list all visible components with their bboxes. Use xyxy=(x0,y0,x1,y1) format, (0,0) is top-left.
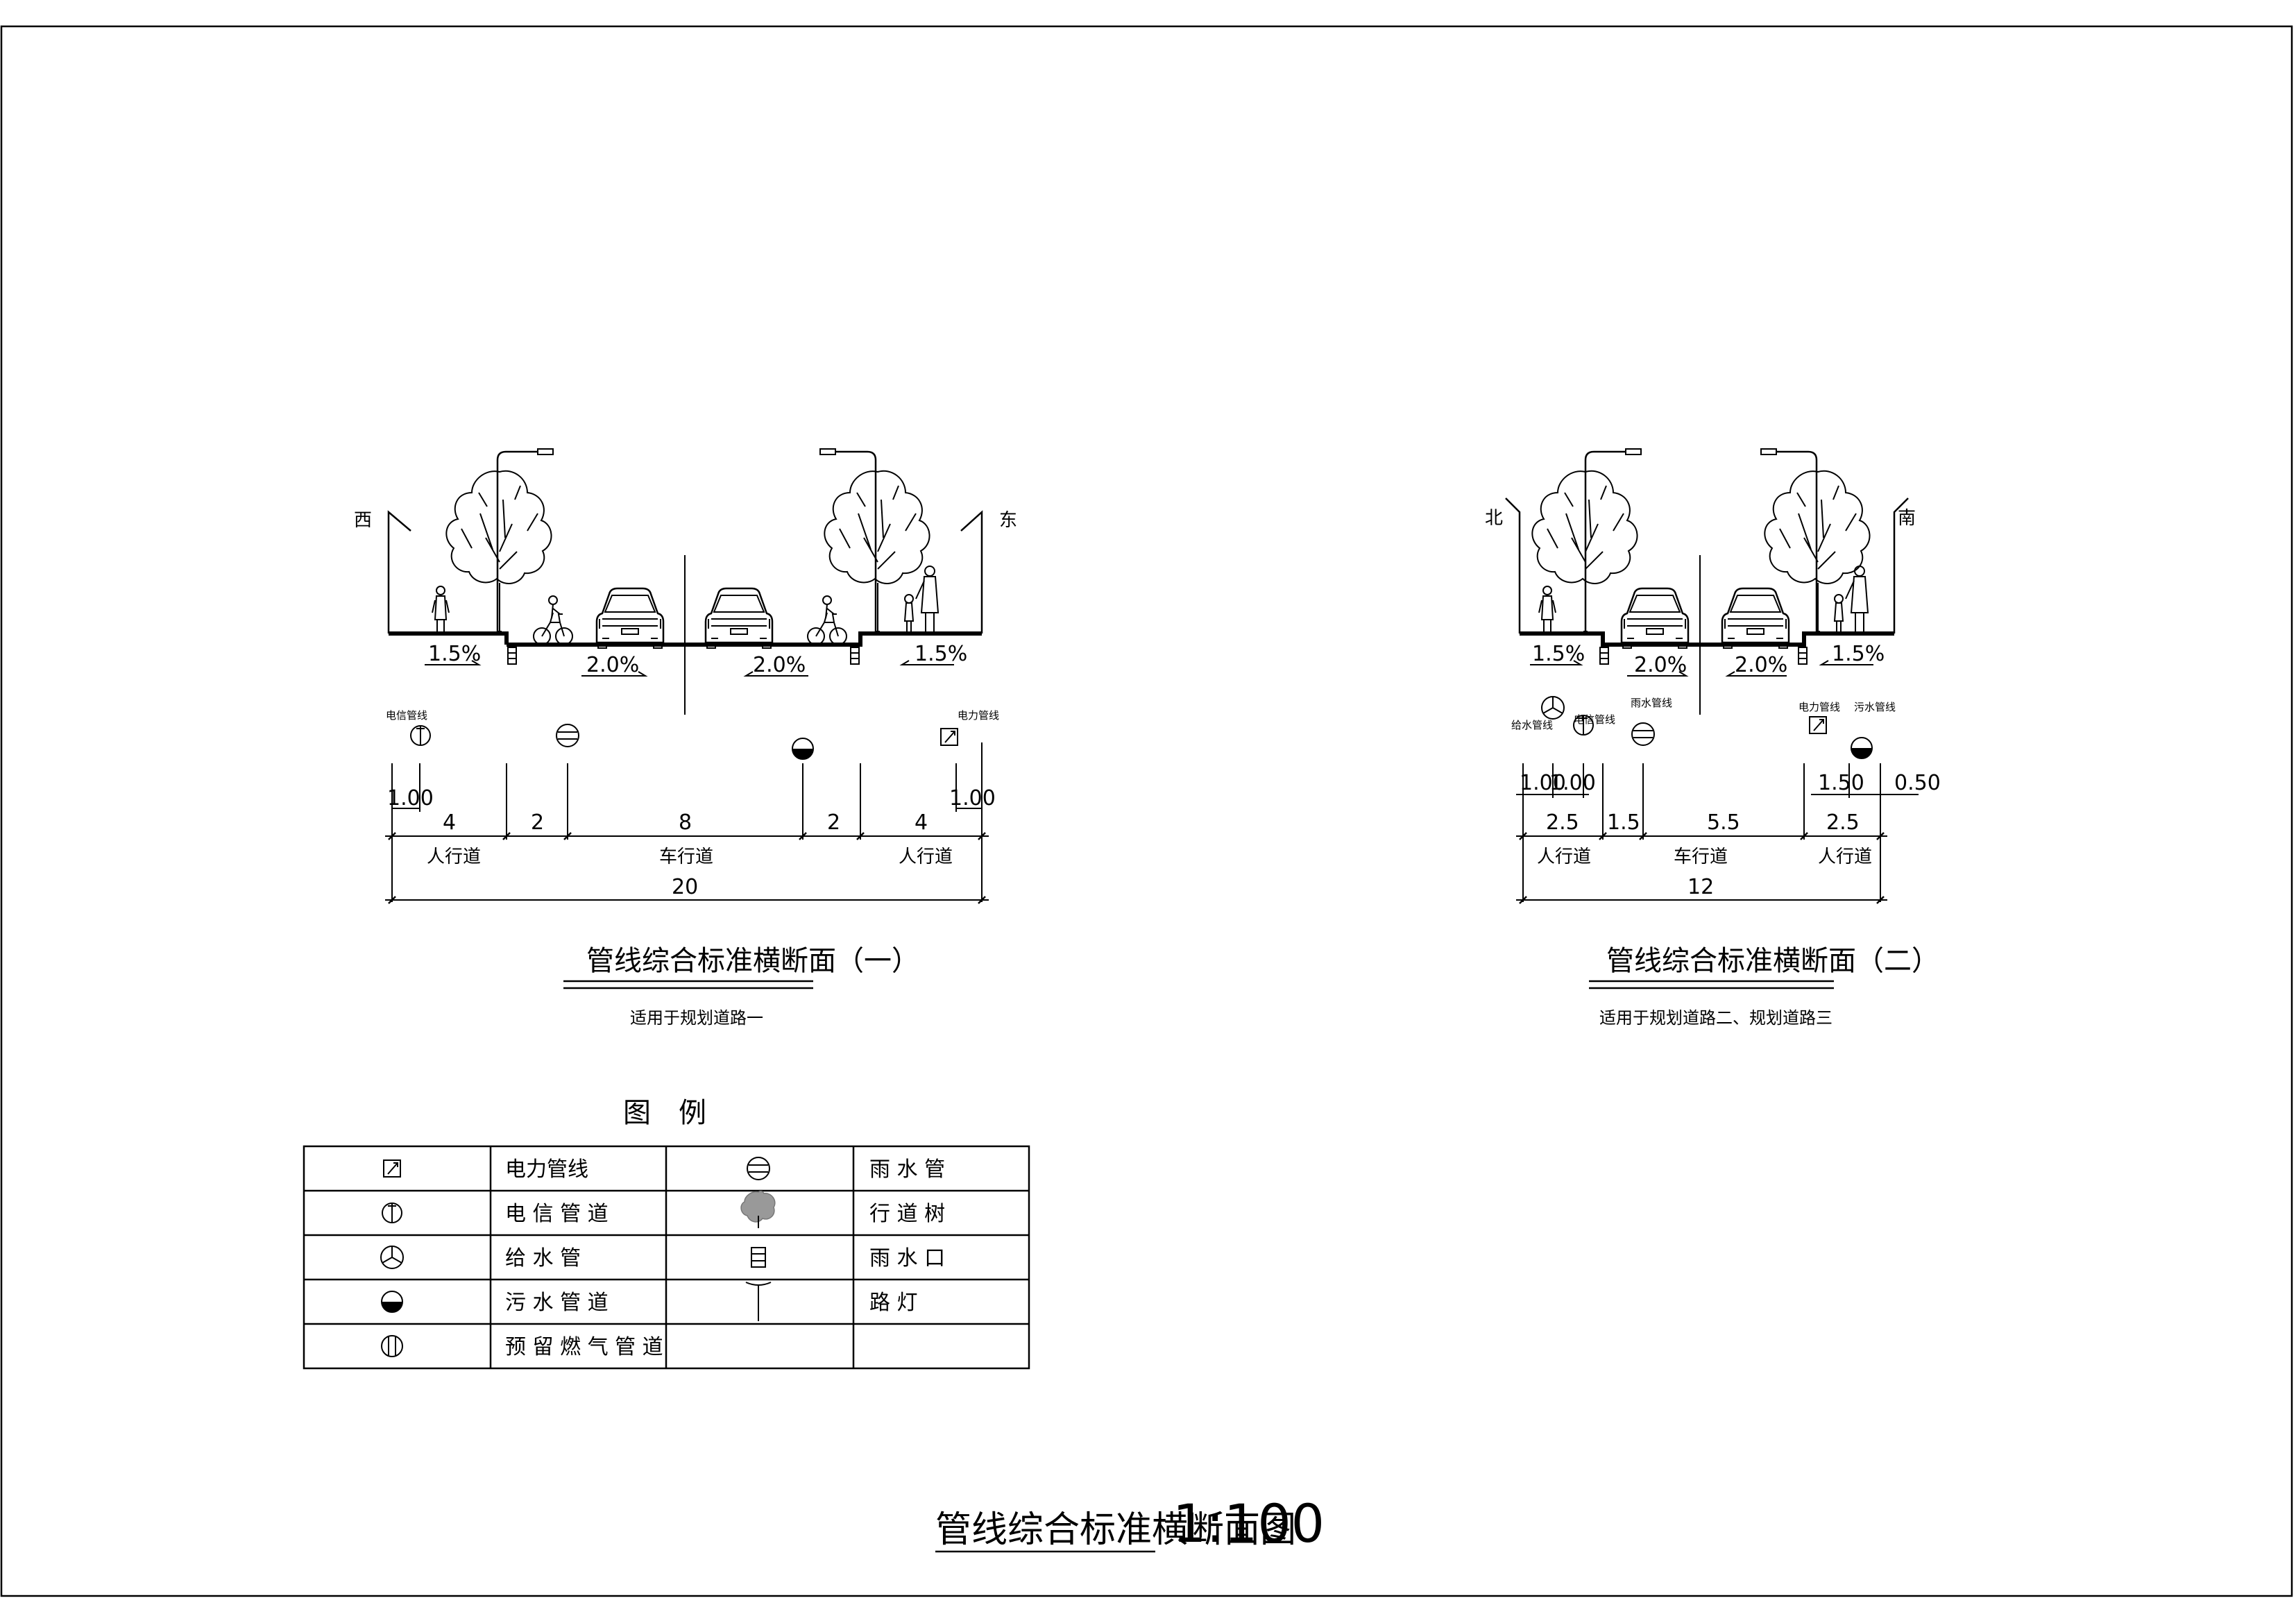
legend-label-4: 给 水 管 xyxy=(505,1246,581,1271)
legend-label-6: 污 水 管 道 xyxy=(505,1291,609,1315)
legend-label-8: 预 留 燃 气 管 道 xyxy=(505,1335,663,1359)
width-1-1: 2 xyxy=(531,810,544,835)
sheet-border xyxy=(0,25,2293,1597)
cross-section-2: 1.5% 2.0% 2.0% 1.5% 北 南 给水管线 电信管线 雨水管线 电… xyxy=(1485,448,1941,1028)
section-1-title: 管线综合标准横断面（一） xyxy=(586,945,919,977)
legend-title: 图 例 xyxy=(623,1097,706,1129)
pipe-label-telecom: 电信管线 xyxy=(386,709,427,722)
total-width-2: 12 xyxy=(1687,875,1714,899)
gas-pipe-icon xyxy=(381,1335,403,1357)
sewer-pipe-icon xyxy=(381,1291,403,1313)
slope-right-walk: 1.5% xyxy=(915,642,967,666)
pipe-label-water: 给水管线 xyxy=(1511,719,1553,731)
direction-east: 东 xyxy=(999,510,1017,531)
offset-right-2b: 0.50 xyxy=(1894,771,1941,795)
width-1-3: 2 xyxy=(827,810,840,835)
right-building-line-2 xyxy=(1893,498,1909,634)
zone-right-2: 人行道 xyxy=(1818,847,1872,867)
left-building-line-2 xyxy=(1505,498,1521,634)
telecom-pipe-icon xyxy=(382,1203,402,1223)
pipe-label-power-2: 电力管线 xyxy=(1798,701,1840,713)
section-1-subtitle: 适用于规划道路一 xyxy=(630,1008,763,1028)
rain-inlet-icon xyxy=(751,1247,766,1268)
width-1-4: 4 xyxy=(915,810,928,835)
width-1-2: 8 xyxy=(679,810,692,835)
legend-label-2: 电 信 管 道 xyxy=(505,1202,609,1226)
legend-label-0: 电力管线 xyxy=(505,1157,588,1182)
pipe-label-power: 电力管线 xyxy=(958,709,999,722)
offset-right-2a: 1.50 xyxy=(1818,771,1864,795)
direction-west: 西 xyxy=(354,510,372,531)
dimension-lines-1 xyxy=(385,742,989,902)
zone-left-2: 人行道 xyxy=(1537,847,1591,867)
slope-left-road-2: 2.0% xyxy=(1634,653,1687,677)
section-2-title: 管线综合标准横断面（二） xyxy=(1606,945,1939,977)
width-2-0: 2.5 xyxy=(1546,810,1579,835)
total-width-1: 20 xyxy=(672,875,698,899)
width-1-0: 4 xyxy=(443,810,456,835)
water-supply-icon xyxy=(380,1246,404,1269)
street-lamp-icon xyxy=(745,1282,772,1322)
offset-right-1: 1.00 xyxy=(949,786,996,810)
width-2-2: 5.5 xyxy=(1707,810,1740,835)
offset-left-2a: 1.00 xyxy=(1520,771,1566,795)
direction-north: 北 xyxy=(1485,508,1503,529)
main-title: 管线综合标准横断面图 xyxy=(935,1509,1296,1551)
pipe-label-telecom-2: 电信管线 xyxy=(1574,713,1615,726)
ground-profile-2 xyxy=(1520,631,1894,647)
left-building-line xyxy=(387,510,411,634)
width-2-1: 1.5 xyxy=(1607,810,1640,835)
slope-left-road: 2.0% xyxy=(586,653,639,677)
width-2-3: 2.5 xyxy=(1826,810,1860,835)
slope-right-walk-2: 1.5% xyxy=(1832,642,1885,666)
section-2-subtitle: 适用于规划道路二、规划道路三 xyxy=(1599,1008,1832,1028)
pipe-label-sewer: 污水管线 xyxy=(1854,701,1896,713)
legend: 图 例 电力管线 雨 水 管 电 信 管 道 行 道 树 给 水 管 雨 水 口… xyxy=(303,1097,1030,1370)
legend-label-1: 雨 水 管 xyxy=(869,1157,945,1182)
power-line-icon xyxy=(383,1159,401,1178)
zone-right-1: 人行道 xyxy=(899,847,953,867)
direction-south: 南 xyxy=(1898,508,1916,529)
slope-right-road: 2.0% xyxy=(753,653,806,677)
cross-section-1: 1.5% 2.0% 2.0% 1.5% 西 东 电信管线 电力管线 1.00 1… xyxy=(354,448,1017,1028)
zone-center-1: 车行道 xyxy=(659,847,713,867)
scale-label: 1:100 xyxy=(1173,1493,1325,1554)
slope-left-walk: 1.5% xyxy=(428,642,481,666)
main-title-block: 管线综合标准横断面图 1:100 xyxy=(935,1493,1325,1554)
legend-label-3: 行 道 树 xyxy=(869,1202,945,1226)
street-tree-icon xyxy=(740,1190,776,1229)
zone-center-2: 车行道 xyxy=(1674,847,1728,867)
dimension-lines-2 xyxy=(1516,763,1919,902)
pipe-label-rain: 雨水管线 xyxy=(1631,697,1672,709)
right-building-line xyxy=(960,510,983,634)
legend-label-7: 路 灯 xyxy=(869,1291,918,1315)
rain-pipe-icon xyxy=(747,1157,770,1180)
zone-left-1: 人行道 xyxy=(427,847,481,867)
offset-left-1: 1.00 xyxy=(387,786,434,810)
slope-right-road-2: 2.0% xyxy=(1735,653,1787,677)
legend-label-5: 雨 水 口 xyxy=(869,1246,945,1271)
offset-left-2b: 1.00 xyxy=(1549,771,1596,795)
